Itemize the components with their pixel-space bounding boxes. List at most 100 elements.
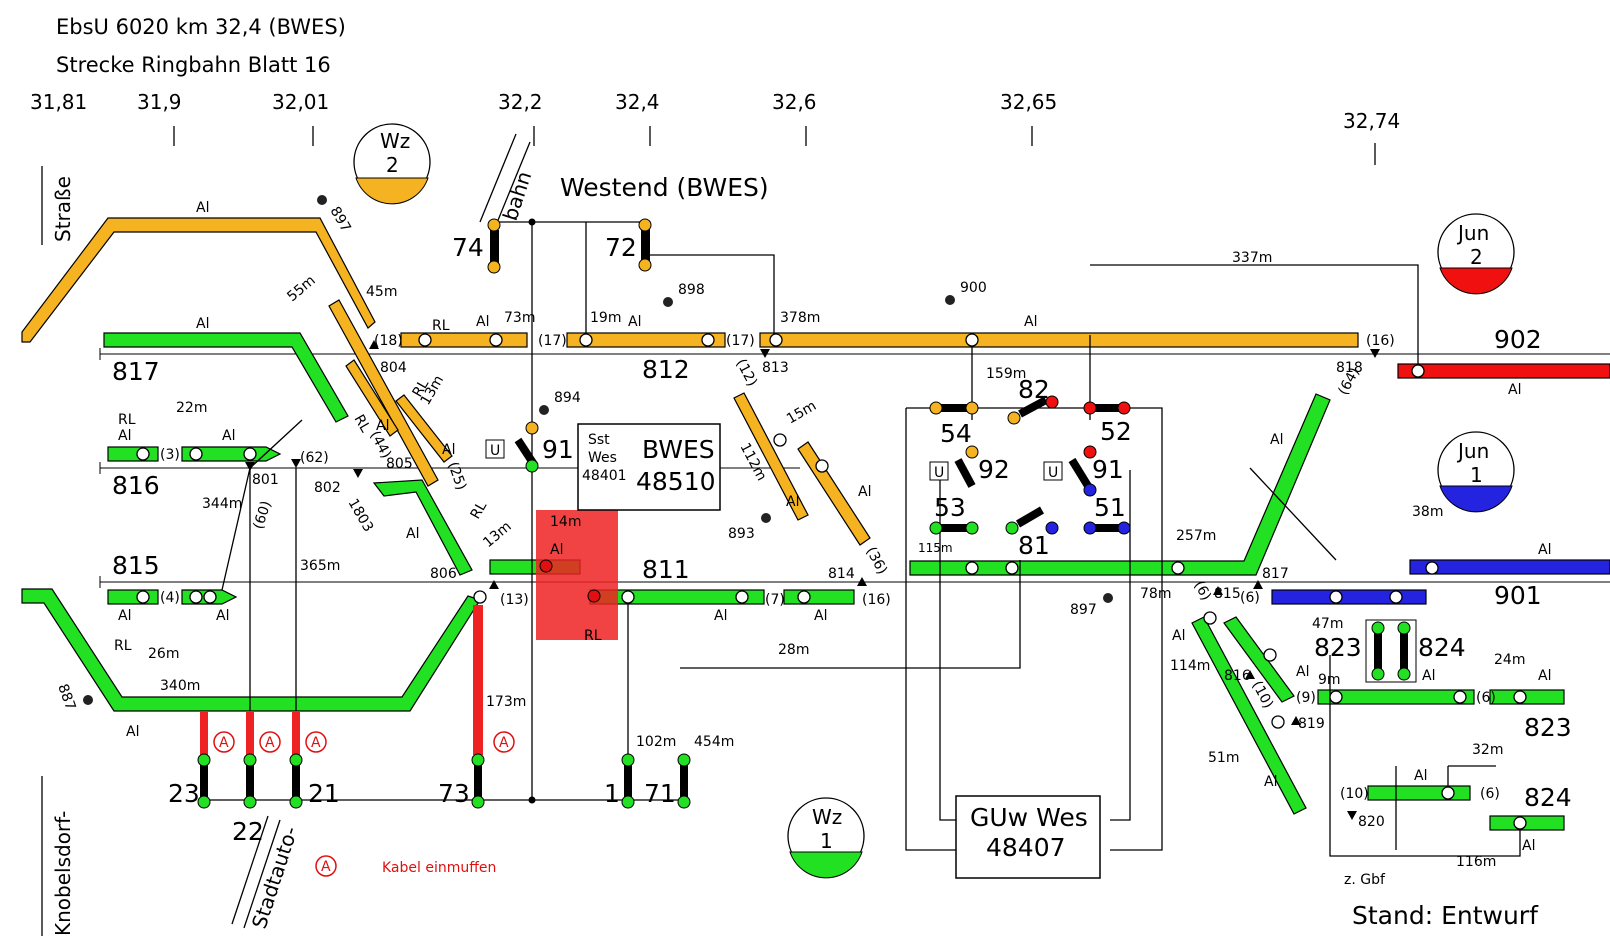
paren-label: (17): [726, 333, 755, 349]
cable-marker: A: [219, 735, 229, 751]
rl-label: RL: [432, 318, 450, 334]
al-label: Al: [1172, 628, 1185, 644]
yellow-tracks: [21, 217, 1359, 546]
al-label: Al: [1422, 668, 1435, 684]
cable-red-21: [292, 711, 300, 763]
gauge-num: 2: [386, 153, 399, 177]
track-green-815-loop: [21, 588, 481, 712]
track-yellow-left: [21, 217, 376, 343]
label-knobelsdorf: Knobelsdorf-: [51, 811, 75, 936]
signal-74: [487, 218, 501, 274]
distance: 51m: [1208, 750, 1239, 766]
track-816: 816: [112, 471, 160, 500]
km-mark: 32,65: [1000, 90, 1057, 114]
marker-labels: 897 898 900 894 893 897 887: [54, 204, 1096, 712]
distance: 73m: [504, 310, 535, 326]
paren-label: (4): [160, 590, 180, 606]
track-yellow-diag1: [328, 299, 439, 487]
al-label: Al: [814, 608, 827, 624]
guw-line2: 48407: [986, 833, 1066, 862]
signal-group-center: [929, 395, 1131, 535]
distance: 365m: [300, 558, 340, 574]
signal-number: 81: [1018, 531, 1050, 560]
al-label: Al: [550, 542, 563, 558]
switch-819: 819: [1298, 716, 1325, 732]
distance: 337m: [1232, 250, 1272, 266]
sst-label: Sst: [588, 432, 610, 448]
marker-897b: 897: [1070, 602, 1097, 618]
track-green-816: [1223, 616, 1295, 703]
nodes: [136, 333, 1527, 830]
cable-markers: A A A A: [213, 731, 515, 753]
sst-num: 48510: [636, 467, 716, 496]
distance: 1803: [345, 496, 377, 535]
paren-label: (6): [1476, 690, 1496, 706]
al-label: Al: [118, 428, 131, 444]
al-label: Al: [1508, 382, 1521, 398]
gauge-label: Jun: [1456, 439, 1489, 463]
track-green-824: [1489, 815, 1565, 831]
track-811: 811: [642, 555, 690, 584]
al-label: Al: [1264, 774, 1277, 790]
rl-label: RL: [118, 412, 136, 428]
marker-887: 887: [54, 682, 78, 713]
cable-marker: A: [265, 735, 275, 751]
gauge-label: Wz: [812, 805, 842, 829]
rl-label: RL: [468, 499, 491, 522]
track-902: 902: [1494, 325, 1542, 354]
marker-894: 894: [554, 390, 581, 406]
wiring-upper: [492, 221, 1419, 800]
rl-label: RL: [584, 628, 602, 644]
switch-818: 818: [1336, 360, 1363, 376]
track-green-9: [1317, 689, 1475, 705]
al-label: Al: [1538, 542, 1551, 558]
marker-893: 893: [728, 526, 755, 542]
track-green-25: [372, 479, 473, 576]
track-823: 823: [1524, 713, 1572, 742]
gauge-label: Jun: [1456, 221, 1489, 245]
distance: 116m: [1456, 854, 1496, 870]
distance: 45m: [366, 284, 397, 300]
track-824: 824: [1524, 783, 1572, 812]
track-green-816a: [107, 446, 159, 462]
track-green-811-long: [909, 393, 1331, 576]
gauge-jun2: Jun 2: [1437, 213, 1515, 295]
gauge-num: 2: [1470, 245, 1483, 269]
signal-number: 23: [168, 779, 200, 808]
sst-box: Sst Wes 48401 BWES 48510: [577, 423, 721, 511]
distance: 173m: [486, 694, 526, 710]
distance: 340m: [160, 678, 200, 694]
distance: 344m: [202, 496, 242, 512]
al-label: Al: [1296, 664, 1309, 680]
paren-label: (10): [1340, 786, 1369, 802]
legend: A Kabel einmuffen: [315, 855, 496, 877]
al-label: Al: [222, 428, 235, 444]
distance: 257m: [1176, 528, 1216, 544]
signal-number: 54: [940, 419, 972, 448]
paren-label: (36): [862, 544, 890, 577]
gauge-wz2: Wz 2: [353, 123, 431, 205]
al-label: Al: [216, 608, 229, 624]
u-label: U: [490, 443, 500, 459]
signal-number: 91: [542, 435, 574, 464]
cable-red-73: [473, 605, 483, 755]
track-817: 817: [112, 357, 160, 386]
al-label: Al: [714, 608, 727, 624]
km-mark: 32,4: [615, 90, 660, 114]
distance: 102m: [636, 734, 676, 750]
gauge-label: Wz: [380, 129, 410, 153]
sst-code: BWES: [642, 435, 715, 464]
signal-number: 51: [1094, 493, 1126, 522]
switch-817: 817: [1262, 566, 1289, 582]
switch-triangles: [245, 340, 1380, 820]
track-green-7: [783, 589, 855, 605]
switch-804: 804: [380, 360, 407, 376]
distance: 47m: [1312, 616, 1343, 632]
paren-label: (60): [251, 499, 275, 531]
paren-label: (13): [500, 592, 529, 608]
al-label: Al: [786, 494, 799, 510]
track-blue-6: [1271, 589, 1427, 605]
status-text: Stand: Entwurf: [1352, 901, 1539, 930]
distance: 378m: [780, 310, 820, 326]
label-strasse: Straße: [51, 176, 75, 242]
